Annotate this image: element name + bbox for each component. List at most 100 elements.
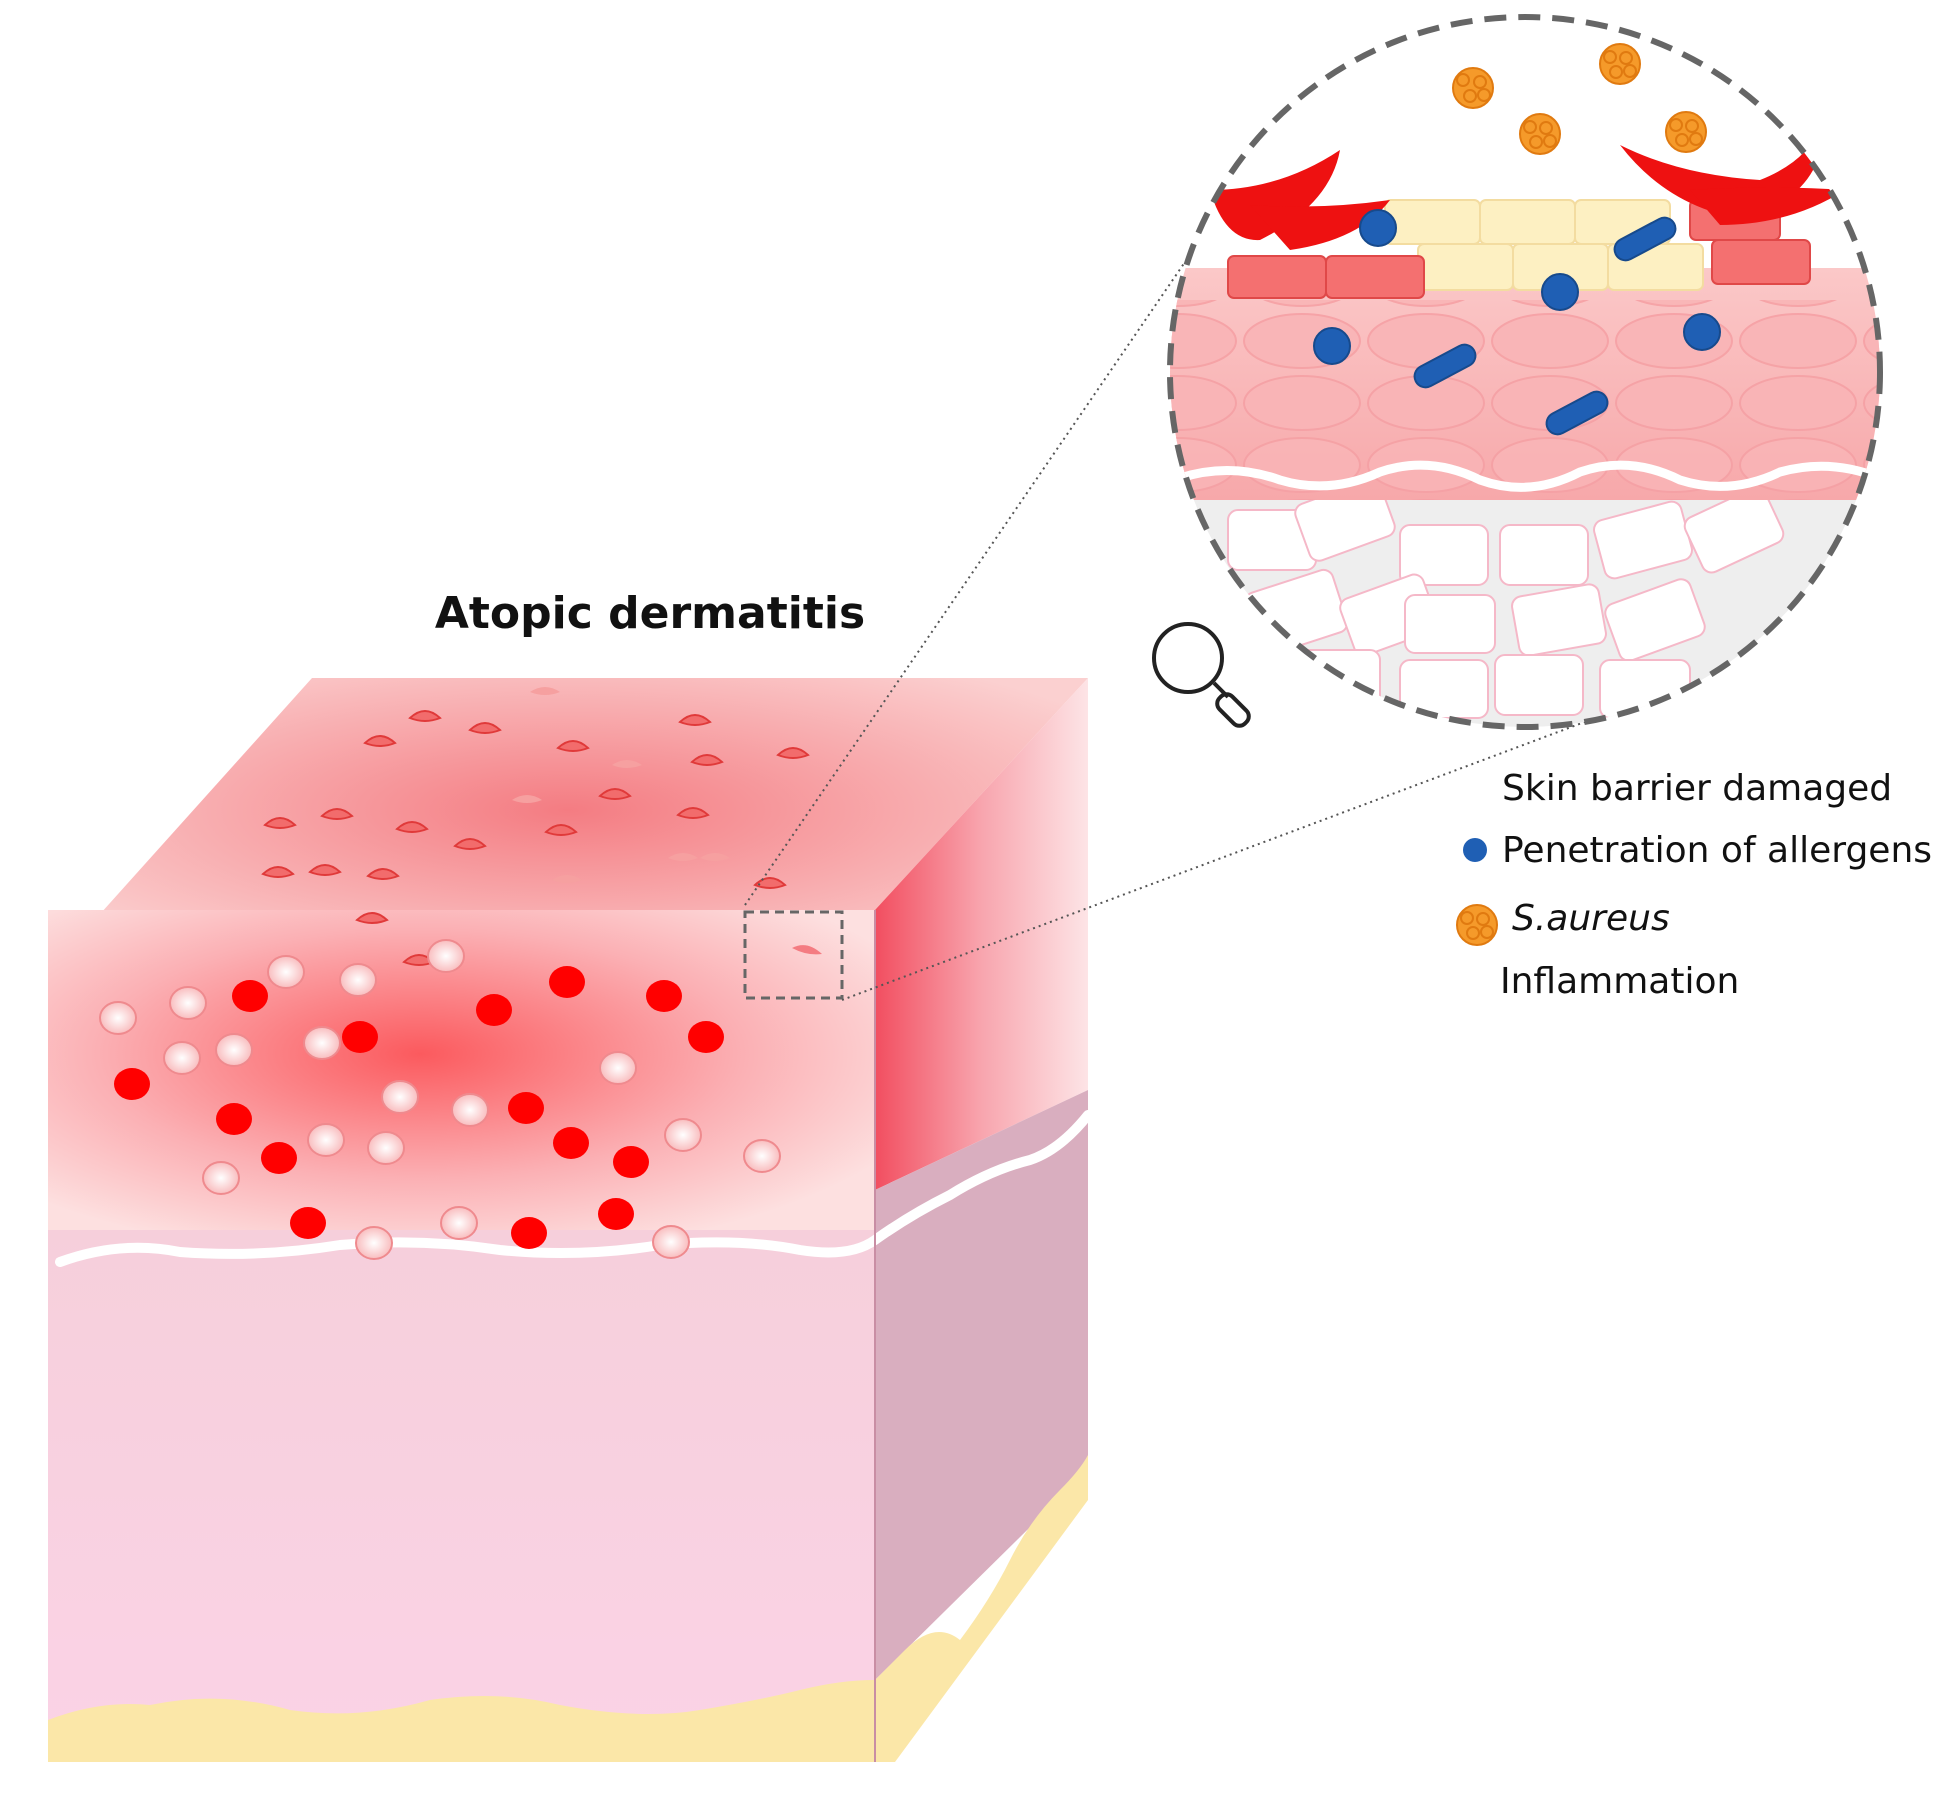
allergen-rod	[1545, 390, 1609, 436]
s-aureus-cluster-icon	[1452, 67, 1494, 109]
s-aureus-cluster-icon	[1665, 111, 1707, 153]
red-lesion	[508, 1092, 544, 1124]
s-aureus-cluster-icon	[1519, 113, 1561, 155]
red-lesion	[688, 1021, 724, 1053]
diagram-title: Atopic dermatitis	[435, 588, 865, 639]
allergen-dot	[1359, 209, 1397, 247]
pale-lesion	[652, 1225, 690, 1259]
red-lesion	[553, 1127, 589, 1159]
pale-lesion	[743, 1139, 781, 1173]
pale-lesion	[163, 1041, 201, 1075]
red-lesion	[232, 980, 268, 1012]
cube-right-fat	[875, 1455, 1088, 1762]
pale-lesion	[664, 1118, 702, 1152]
flake	[668, 853, 698, 861]
flake	[408, 710, 442, 722]
s-aureus-cluster-icon	[1456, 904, 1498, 946]
flake	[320, 808, 354, 820]
pale-lesion	[303, 1026, 341, 1060]
flake	[468, 722, 502, 734]
flake	[612, 760, 642, 768]
pale-lesion	[367, 1131, 405, 1165]
flake	[453, 838, 487, 850]
cube-right-dermis	[875, 1090, 1088, 1680]
allergens	[1313, 209, 1721, 436]
red-lesion	[646, 980, 682, 1012]
red-lesion	[476, 994, 512, 1026]
zoom-connector-line	[744, 261, 1186, 906]
red-lesion	[342, 1021, 378, 1053]
flake	[366, 868, 400, 880]
flake	[598, 788, 632, 800]
pale-lesion	[267, 955, 305, 989]
pale-lesion	[215, 1033, 253, 1067]
red-lesion	[598, 1198, 634, 1230]
flake	[556, 740, 590, 752]
red-lesion	[549, 966, 585, 998]
zoom-circle	[1170, 17, 1880, 727]
pale-lesion	[307, 1123, 345, 1157]
flake	[263, 817, 297, 829]
flake	[308, 864, 342, 876]
allergen-rod	[1613, 216, 1677, 262]
pale-lesion	[202, 1161, 240, 1195]
skin-cube	[48, 678, 1093, 1762]
flake	[552, 875, 582, 883]
flake	[700, 853, 730, 861]
legend-s-aureus: S.aureus	[1512, 898, 1670, 939]
red-lesion	[511, 1217, 547, 1249]
allergen-dot	[1683, 313, 1721, 351]
peeling-flakes	[1210, 125, 1845, 250]
pale-lesion	[451, 1093, 489, 1127]
allergen-rod	[1413, 343, 1477, 389]
flake	[690, 754, 724, 766]
flake	[355, 912, 389, 924]
pale-lesion	[99, 1001, 137, 1035]
s-aureus-cluster-icon	[1599, 43, 1641, 85]
red-lesion	[613, 1146, 649, 1178]
corneum-bricks	[1384, 199, 1704, 291]
pale-lesion	[381, 1080, 419, 1114]
pale-lesion	[427, 939, 465, 973]
flake	[261, 866, 295, 878]
pale-lesion	[339, 963, 377, 997]
cube-front-dermis	[48, 1230, 875, 1762]
flake	[776, 747, 810, 759]
cube-right-epidermis	[875, 678, 1088, 1190]
cube-top-face	[48, 678, 1088, 972]
red-lesions	[114, 966, 724, 1249]
allergen-dot	[1313, 327, 1351, 365]
flake	[676, 807, 710, 819]
surface-flakes	[261, 687, 810, 966]
red-lesion	[261, 1142, 297, 1174]
pale-lesion	[440, 1206, 478, 1240]
legend-inflammation: Inflammation	[1500, 961, 1739, 1002]
flake	[395, 821, 429, 833]
flake	[530, 687, 560, 695]
circle-membrane	[1178, 460, 1880, 492]
pale-lesion	[599, 1051, 637, 1085]
legend-skin-barrier: Skin barrier damaged	[1502, 768, 1892, 809]
pale-lesion	[355, 1226, 393, 1260]
pale-lesions	[99, 939, 781, 1260]
magnifier-icon	[1152, 622, 1251, 728]
flake	[678, 714, 712, 726]
cube-front-fat	[48, 1680, 895, 1762]
allergen-dot	[1541, 273, 1579, 311]
pale-lesion	[169, 986, 207, 1020]
red-lesion	[290, 1207, 326, 1239]
red-lesion	[216, 1103, 252, 1135]
zoom-circle-border	[1167, 14, 1883, 730]
allergen-dot-icon	[1463, 838, 1487, 862]
red-lesion	[114, 1068, 150, 1100]
flake	[792, 945, 822, 955]
zoom-connector-line	[841, 719, 1591, 1001]
legend-allergens: Penetration of allergens	[1502, 830, 1932, 871]
s-aureus-clusters	[1452, 43, 1707, 155]
zoom-region-box	[743, 910, 844, 1000]
legend: Skin barrier damaged Penetration of alle…	[1456, 768, 1932, 1002]
flake	[512, 795, 542, 803]
flake	[544, 824, 578, 836]
